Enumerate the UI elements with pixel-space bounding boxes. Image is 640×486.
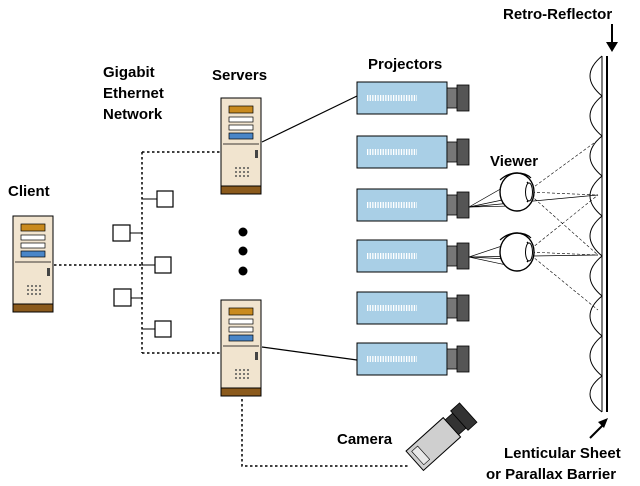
retro-reflector-arrow xyxy=(606,24,618,52)
retro-reflector-screen xyxy=(589,55,608,413)
camera-label: Camera xyxy=(337,431,393,448)
retro-reflector-label: Retro-Reflector xyxy=(503,6,612,23)
network-port-icon xyxy=(112,224,131,242)
server-tower-icon xyxy=(220,97,262,195)
network-label-line2: Ethernet xyxy=(103,85,164,102)
projector-icon xyxy=(357,82,469,114)
lenticular-sheet-label-line2: or Parallax Barrier xyxy=(486,466,616,483)
network-port-icon xyxy=(113,288,132,307)
projector-icon xyxy=(357,240,469,272)
more-servers-ellipsis xyxy=(238,227,248,276)
viewer-sight-lines xyxy=(526,139,599,311)
server-projector-links xyxy=(261,95,358,361)
projector-icon xyxy=(357,136,469,168)
network-links xyxy=(54,151,410,467)
lenticular-sheet-arrow xyxy=(589,418,608,439)
eye-icon xyxy=(499,172,535,212)
projectors-label: Projectors xyxy=(368,56,442,73)
projector-icon xyxy=(357,292,469,324)
projector-stack xyxy=(357,82,469,375)
projector-icon xyxy=(357,189,469,221)
lenticular-sheet-label-line1: Lenticular Sheet xyxy=(504,445,621,462)
video-camera-icon xyxy=(405,402,478,472)
network-port-links xyxy=(130,198,157,330)
network-ports xyxy=(112,190,174,338)
network-label-line1: Gigabit xyxy=(103,64,155,81)
server-tower-icon xyxy=(220,299,262,397)
client-label: Client xyxy=(8,183,50,200)
viewer-label: Viewer xyxy=(490,153,538,170)
projector-icon xyxy=(357,343,469,375)
network-port-icon xyxy=(154,256,172,274)
client-tower-icon xyxy=(12,215,54,313)
network-label-line3: Network xyxy=(103,106,163,123)
network-port-icon xyxy=(154,320,172,338)
network-port-icon xyxy=(156,190,174,208)
servers-label: Servers xyxy=(212,67,267,84)
eye-icon xyxy=(499,232,535,272)
